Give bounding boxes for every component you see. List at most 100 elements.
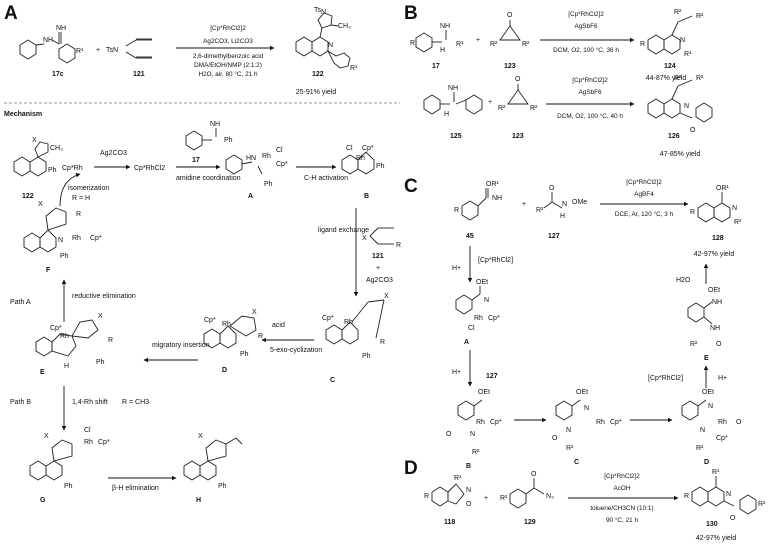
d-129-n3: N₃ [546,493,554,500]
b-125-nh: NH [448,85,458,92]
mech-e-structure [35,319,99,357]
b-compound-125: 125 [450,133,462,140]
mech-b-structure [341,151,375,175]
step-amidine-coordination: amidine coordination [176,175,241,182]
mech-c-ph: Ph [362,353,371,360]
atom-ts: Ts [314,7,322,14]
product-122-structure [295,12,351,69]
cond-a-0: [Cp*RhCl2]2 [210,25,246,32]
b-124-r2b: R² [696,13,704,20]
mech-compound-h: H [196,497,201,504]
mech-h-ph: Ph [218,483,227,490]
cond-c-1: AgBF4 [634,191,654,198]
cat-cprh: Cp*Rh [62,165,83,172]
mech-g-rh: Rh [84,439,93,446]
step-acid: acid [272,322,285,329]
c-compound-128: 128 [712,235,724,242]
reagent-ag2co3: Ag2CO3 [100,150,127,157]
mech-e-hn: H [64,363,69,370]
atom-tsn: TsN [106,47,118,54]
b-plus-1: + [476,37,480,44]
b-126-o: O [690,127,696,134]
cond-b1-2: DCM, O2, 100 °C, 36 h [553,46,619,54]
mechanism-title: Mechanism [4,111,42,118]
c-mech-d-rh: Rh [718,419,727,426]
c-mech-compound-d: D [704,459,709,466]
c-mech-d-n2: N [700,427,705,434]
atom-nh-imine: NH [56,25,66,32]
mech-e-rh: Rh [60,333,69,340]
c-mech-b-structure [457,399,483,421]
mech-122-ph: Ph [48,167,57,174]
b-compound-124: 124 [664,63,676,70]
mech-e-cp: Cp* [50,325,62,332]
mech-122-structure [13,141,49,177]
d-compound-130: 130 [706,521,718,528]
d-118-r1: R¹ [454,475,462,482]
b-17-r1: R¹ [456,41,464,48]
c-mech-cat-1: [Cp*RhCl2] [478,257,513,264]
c-mech-b-cp: Cp* [490,419,502,426]
c-45-nh: NH [492,195,502,202]
b-123-structure-2 [507,84,529,105]
b-126-n: N [684,103,689,110]
c-45-structure [461,188,489,221]
cond-d-2: toluene/CH3CN (10:1) [590,505,653,512]
mech-f-n: N [58,237,63,244]
d-130-r2: R² [758,501,766,508]
b-126-structure [647,79,713,123]
b-124-structure [647,15,693,55]
c-mech-d-n1: N [708,403,713,410]
mech-f-x: X [38,201,43,208]
c-mech-d-cp: Cp* [716,435,728,442]
b-17-nh: NH [440,23,450,30]
mech-h-structure [183,437,243,481]
c-45-r: R [454,207,459,214]
c-127-n: N [562,201,567,208]
b-123-r2b: R² [522,41,530,48]
b-125-structure [423,92,483,115]
c-compound-127: 127 [548,233,560,240]
atom-n-ring: N [328,42,333,49]
d-129-structure [509,478,545,509]
mech-17-structure [185,128,217,151]
c-127-ome: OMe [572,199,587,206]
d-130-o: O [730,515,736,522]
mech-122-ch3: CH₃ [50,145,63,152]
mech-a-structure [225,154,263,175]
cat-cprhcl2: Cp*RhCl2 [134,165,165,172]
mech-compound-d: D [222,367,227,374]
c-128-structure [697,192,731,223]
panel-a-label: A [4,3,18,24]
mech-f-ph: Ph [60,253,69,260]
c-mech-c-cp: Cp* [610,419,622,426]
c-mech-e-nh2: NH [710,325,720,332]
c-127-structure [543,192,563,209]
step-5-exo: 5-exo-cyclization [270,347,322,354]
mech-compound-122: 122 [22,193,34,200]
c-45-or1: OR¹ [486,181,500,188]
c-127-r2: R² [536,207,544,214]
cond-a-1: Ag2CO3, Li2CO3 [203,38,253,45]
d-118-o: O [466,501,472,508]
c-mech-c-n1: N [584,405,589,412]
mech-121-structure [369,227,394,245]
b-compound-17: 17 [432,63,440,70]
d-129-o: O [531,471,537,478]
step-isomerization: isomerization [68,185,109,192]
d-plus: + [484,495,488,502]
d-yield: 42-97% yield [696,535,737,542]
c-mech-a-oet: OEt [476,279,488,286]
mech-plus: + [376,265,380,272]
b-yield-1: 44-87% yield [646,75,687,82]
step-beta-h: β-H elimination [112,485,159,492]
b-yield-2: 47-85% yield [660,151,701,158]
plus-sign: + [96,47,100,54]
cond-a-4: H2O, air, 80 °C, 21 h [198,70,257,78]
reactant-121-structure [125,38,152,59]
c-mech-a-rh: Rh [474,315,483,322]
c-mech-compound-e: E [704,355,709,362]
mech-ag2co3-2: Ag2CO3 [366,277,393,284]
cond-d-1: AcOH [613,485,630,492]
